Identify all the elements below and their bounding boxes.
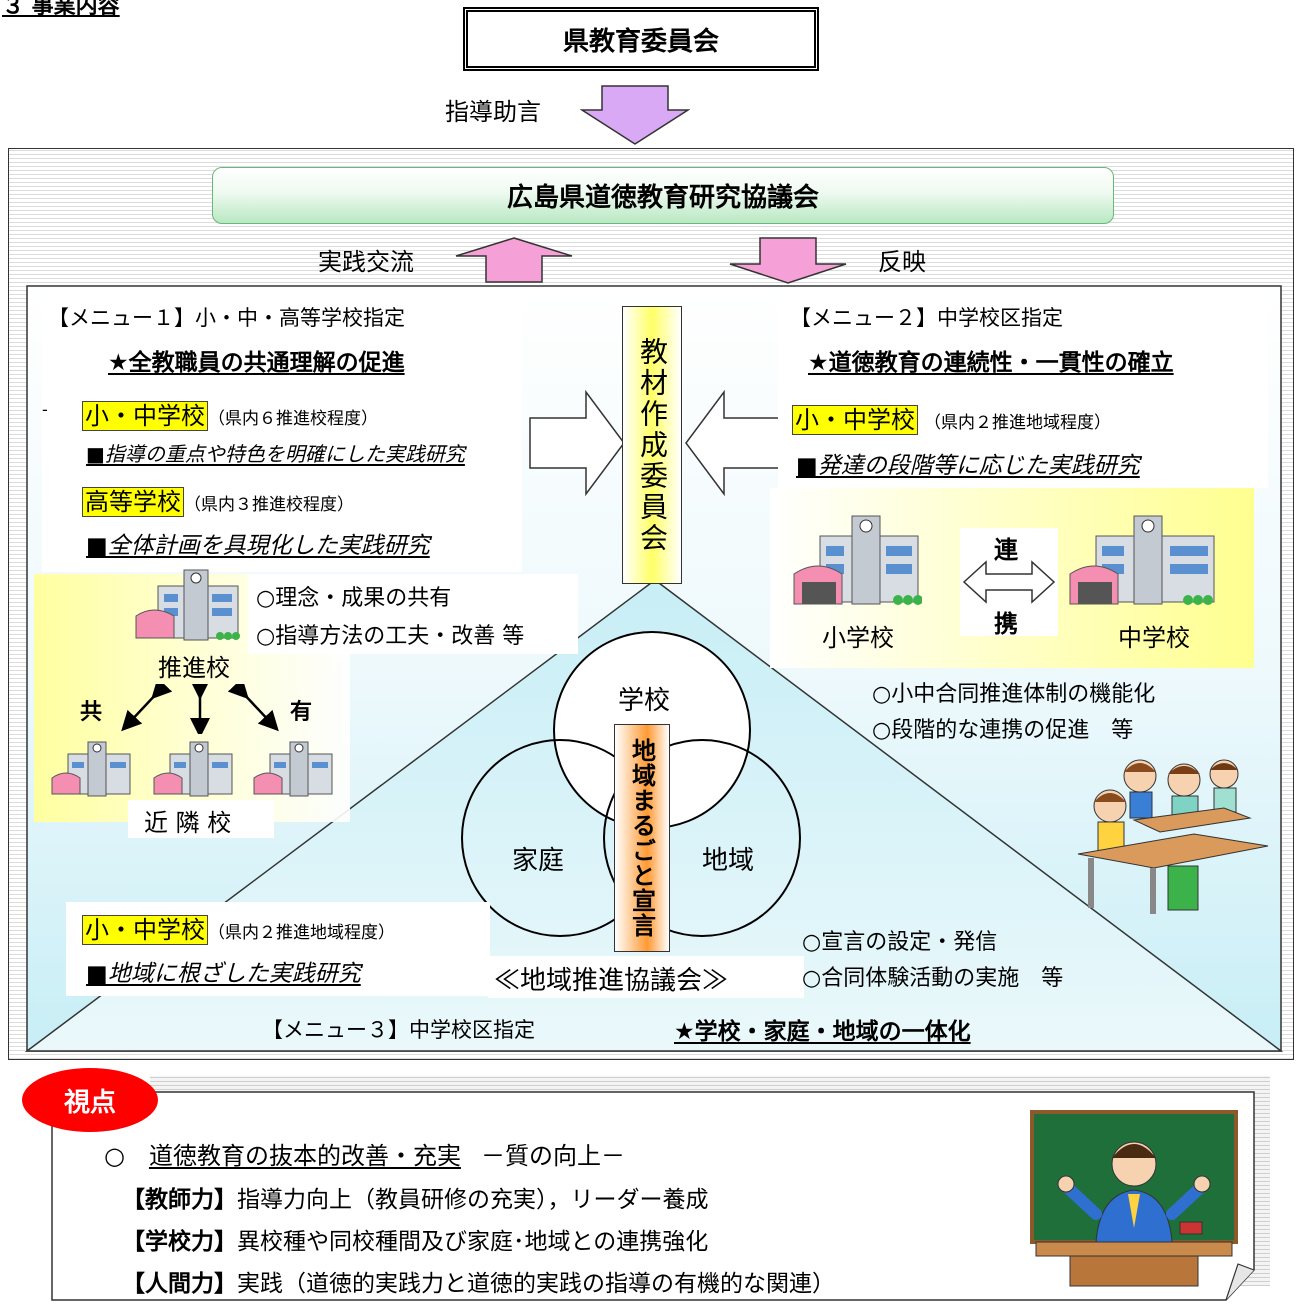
viewpoint-item-teacher: 【教師力】指導力向上（教員研修の充実），リーダー養成 xyxy=(122,1180,709,1214)
menu2-research: ■発達の段階等に応じた実践研究 xyxy=(796,453,1140,479)
share-right-label: 有 xyxy=(290,700,313,725)
share-arrows xyxy=(121,684,279,734)
menu1-point2: ○指導方法の工夫・改善 等 xyxy=(256,624,525,649)
viewpoint-item-text: 指導力向上（教員研修の充実），リーダー養成 xyxy=(237,1187,709,1213)
committee-left-arrow xyxy=(529,389,625,497)
menu3-school-tag: 小・中学校 xyxy=(82,915,208,945)
venn-community-label: 地域 xyxy=(702,846,755,876)
menu1-school1-tag: 小・中学校 xyxy=(82,401,208,431)
council-title: 広島県道徳教育研究協議会 xyxy=(506,183,819,213)
neighbor-school-icon-3 xyxy=(253,741,333,797)
declaration-box: 地域まるごと宣言 xyxy=(614,724,670,952)
board-box: 県教育委員会 xyxy=(463,7,819,71)
menu1-points-box xyxy=(248,574,578,654)
junior-high-label: 中学校 xyxy=(1118,624,1190,652)
menu1-school1-row: 小・中学校（県内６推進校程度） xyxy=(82,396,378,431)
menu2-goal: ★道徳教育の連続性・一貫性の確立 xyxy=(808,350,1174,376)
menu3-goal: ★学校・家庭・地域の一体化 xyxy=(674,1019,971,1045)
menu2-point1: ○小中合同推進体制の機能化 xyxy=(872,682,1156,707)
menu2-school-note: （県内２推進地域程度） xyxy=(924,413,1111,433)
viewpoint-item-label: 【教師力】 xyxy=(122,1187,237,1213)
menu2-school-row: 小・中学校 （県内２推進地域程度） xyxy=(792,400,1111,435)
neighbor-school-icon-1 xyxy=(51,741,131,797)
reflection-label: 反映 xyxy=(878,248,926,276)
menu2-panel xyxy=(778,292,1268,488)
promo-school-building-icon xyxy=(135,569,240,641)
junior-high-school-building-icon xyxy=(1069,515,1215,605)
menu2-point2: ○段階的な連携の促進 等 xyxy=(872,718,1134,743)
practice-exchange-label: 実践交流 xyxy=(318,248,414,276)
viewpoint-item-text: 実践（道徳的実践力と道徳的実践の指導の有機的な関連） xyxy=(237,1271,835,1297)
link-top-label: 連 xyxy=(994,536,1018,564)
menu2-school-tag: 小・中学校 xyxy=(792,405,918,435)
link-double-arrow xyxy=(962,560,1056,604)
menu3-research: ■地域に根ざした実践研究 xyxy=(86,961,361,987)
students-classroom-icon xyxy=(1077,759,1269,914)
viewpoint-item-human: 【人間力】実践（道徳的実践力と道徳的実践の指導の有機的な関連） xyxy=(122,1264,835,1298)
menu3-school-note: （県内２推進地域程度） xyxy=(208,923,395,943)
menu1-school2-tag: 高等学校 xyxy=(82,487,184,517)
venn-council-box xyxy=(488,956,804,998)
viewpoint-headline: 道徳教育の抜本的改善・充実 xyxy=(148,1142,461,1170)
promo-school-label: 推進校 xyxy=(158,654,230,682)
teacher-blackboard-icon xyxy=(1030,1110,1238,1287)
menu1-school1-research: ■指導の重点や特色を明確にした実践研究 xyxy=(86,442,465,466)
venn-home-label: 家庭 xyxy=(512,846,565,876)
declaration-label: 地域まるごと宣言 xyxy=(627,738,656,938)
committee-right-arrow xyxy=(685,389,781,497)
menu1-point1: ○理念・成果の共有 xyxy=(256,586,452,611)
elementary-school-building-icon xyxy=(793,515,922,605)
viewpoint-headline-sub: －質の向上－ xyxy=(480,1142,625,1170)
elementary-label: 小学校 xyxy=(822,624,894,652)
viewpoint-item-text: 異校種や同校種間及び家庭･地域との連携強化 xyxy=(237,1229,709,1255)
neighbor-label: 近 隣 校 xyxy=(144,809,232,837)
link-bottom-label: 携 xyxy=(994,610,1018,638)
viewpoint-item-label: 【人間力】 xyxy=(122,1271,237,1297)
viewpoint-item-school: 【学校力】異校種や同校種間及び家庭･地域との連携強化 xyxy=(122,1222,708,1256)
venn-school-label: 学校 xyxy=(618,686,671,716)
committee-box: 教材作成委員会 xyxy=(622,306,682,584)
share-left-label: 共 xyxy=(80,700,103,725)
viewpoint-badge-label: 視点 xyxy=(63,1087,116,1118)
viewpoint-item-label: 【学校力】 xyxy=(122,1229,237,1255)
viewpoint-mark: ○ xyxy=(104,1142,125,1170)
menu1-school1-note: （県内６推進校程度） xyxy=(208,409,378,429)
menu1-panel xyxy=(42,292,522,572)
menu1-school2-note: （県内３推進校程度） xyxy=(184,495,354,515)
menu3-school-row: 小・中学校（県内２推進地域程度） xyxy=(82,910,395,945)
menu2-title: 【メニュー２】中学校区指定 xyxy=(790,306,1063,330)
menu1-school2-row: 高等学校（県内３推進校程度） xyxy=(82,482,354,517)
menu3-point1: ○宣言の設定・発信 xyxy=(802,930,998,955)
menu3-point2: ○合同体験活動の実施 等 xyxy=(802,966,1064,991)
guidance-arrow xyxy=(580,85,690,145)
council-box: 広島県道徳教育研究協議会 xyxy=(212,167,1114,224)
practice-exchange-arrow xyxy=(455,237,573,283)
neighbor-label-box xyxy=(128,800,274,838)
menu3-title: 【メニュー３】中学校区指定 xyxy=(262,1018,535,1042)
menu1-title: 【メニュー１】小・中・高等学校指定 xyxy=(48,306,405,330)
menu1-school2-research: ■全体計画を具現化した実践研究 xyxy=(86,533,430,559)
menu1-goal: ★全教職員の共通理解の促進 xyxy=(108,350,405,376)
venn-community-circle xyxy=(603,739,801,937)
guidance-label: 指導助言 xyxy=(445,98,541,126)
board-title: 県教育委員会 xyxy=(562,26,719,57)
neighbor-school-icon-2 xyxy=(153,741,233,797)
section-header: ３ 事業内容 xyxy=(2,0,120,19)
reflection-arrow xyxy=(729,237,847,284)
viewpoint-badge: 視点 xyxy=(22,1068,158,1132)
committee-label: 教材作成委員会 xyxy=(636,336,669,554)
viewpoint-headline-row: ○ 道徳教育の抜本的改善・充実 －質の向上－ xyxy=(104,1136,625,1171)
menu1-dash: - xyxy=(42,400,48,419)
venn-council-label: ≪地域推進協議会≫ xyxy=(494,966,729,996)
